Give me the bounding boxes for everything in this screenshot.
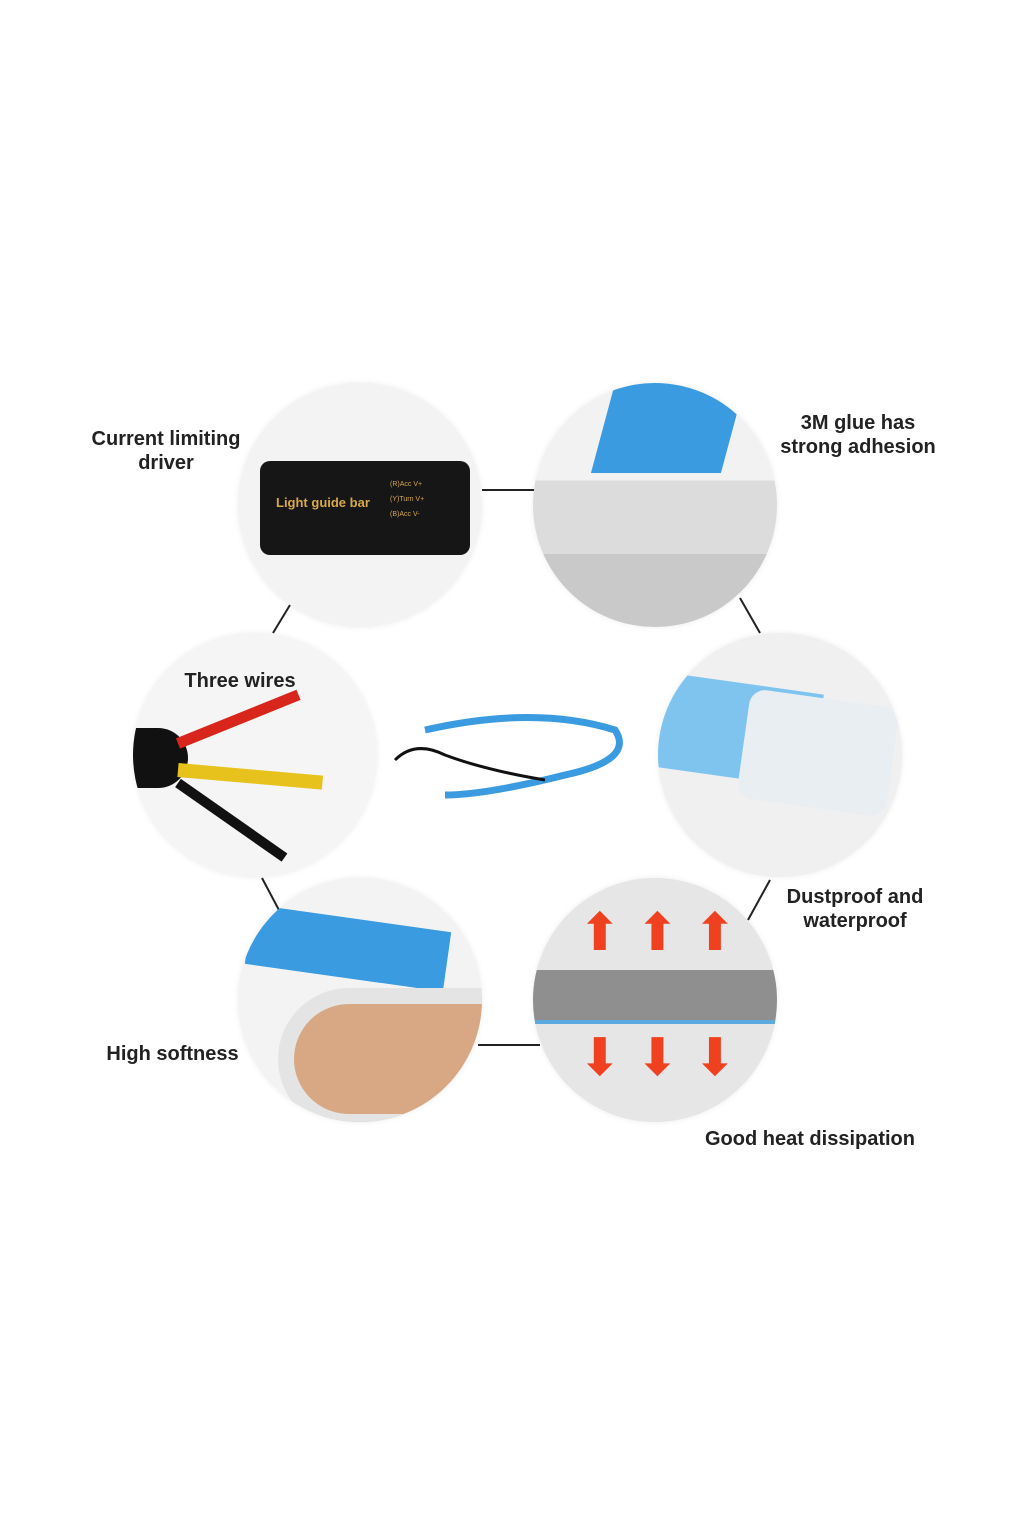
label-driver: Current limiting driver (91, 428, 241, 474)
connector-line (272, 604, 291, 634)
label-dustproof: Dustproof and waterproof (786, 886, 924, 932)
label-wires: Three wires (184, 670, 296, 692)
connector-line (739, 597, 761, 634)
softness-image (238, 878, 482, 1122)
driver-image: Light guide bar (R)Acc V+ (Y)Turn V+ (B)… (238, 383, 482, 627)
adhesive-image (533, 383, 777, 627)
connector-line (261, 877, 281, 913)
connector-line (747, 879, 771, 921)
driver-box: Light guide bar (R)Acc V+ (Y)Turn V+ (B)… (260, 461, 470, 555)
led-strip-product (393, 714, 623, 799)
wires-image (133, 633, 377, 877)
label-softness: High softness (106, 1043, 239, 1065)
label-heat: Good heat dissipation (704, 1128, 915, 1150)
waterproof-image (658, 633, 902, 877)
label-glue: 3M glue has strong adhesion (780, 412, 936, 458)
heat-image: ⬆⬆⬆ ⬇⬇⬇ (533, 878, 777, 1122)
